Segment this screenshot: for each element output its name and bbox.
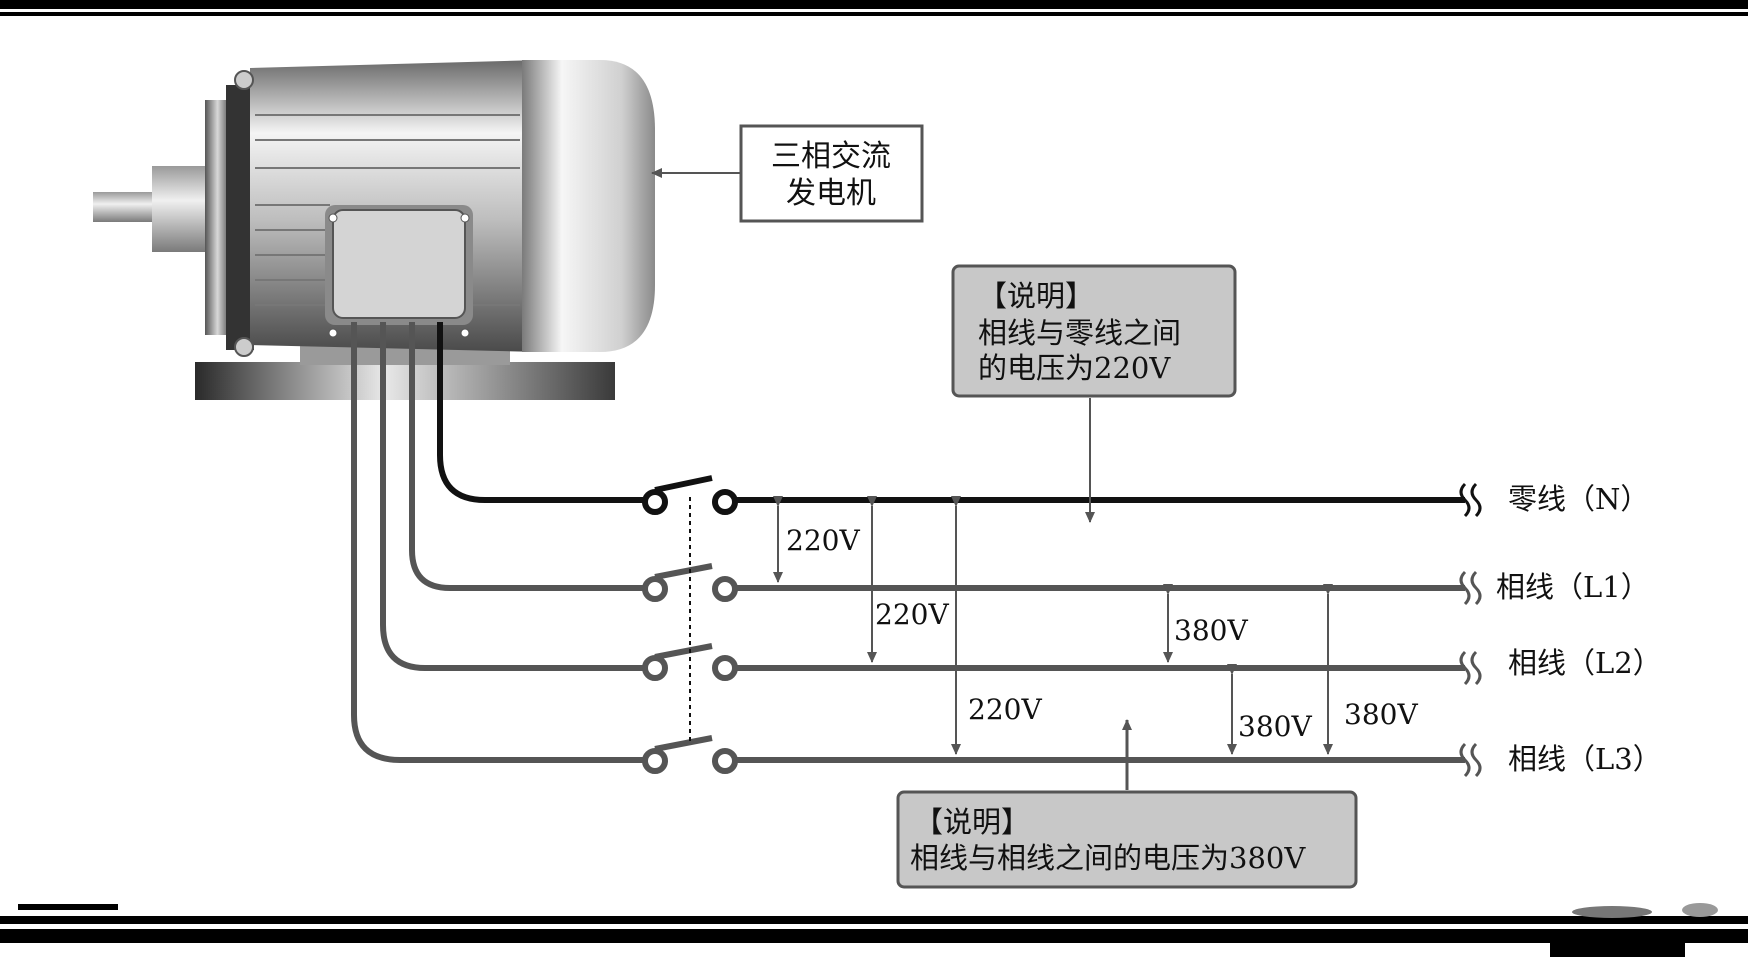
break-symbol-l2 [1459,650,1482,686]
label-neutral: 零线（N） [1508,482,1649,516]
voltage-n-l2: 220V [875,598,949,631]
generator-label-line1: 三相交流 [771,139,891,174]
note-220-line1: 相线与零线之间 [978,316,1181,350]
note-380-title: 【说明】 [914,805,1030,839]
wire-neutral [437,322,655,503]
generator-label-box: 三相交流 发电机 [739,124,924,223]
generator-label-line2: 发电机 [786,176,876,211]
note-380-box: 【说明】 相线与相线之间的电压为380V [896,790,1358,889]
label-l1: 相线（L1） [1496,570,1650,604]
voltage-l1-l2: 380V [1174,614,1248,647]
wire-phase-l2 [380,322,655,671]
frame-bottom-bar [0,904,1748,957]
break-symbol-neutral [1459,482,1482,518]
break-symbol-l1 [1459,570,1482,606]
note-380-line1: 相线与相线之间的电压为380V [910,841,1306,875]
note-220-line2: 的电压为220V [978,351,1171,385]
voltage-n-l1: 220V [786,524,860,557]
generator-illustration [93,60,655,400]
switch-l3 [642,735,738,774]
label-l3: 相线（L3） [1508,742,1662,776]
switch-l2 [642,643,738,681]
voltage-l1-l3: 380V [1344,698,1418,731]
note-220-title: 【说明】 [978,279,1094,313]
page-corner-mark [1572,903,1718,918]
break-symbol-l3 [1459,742,1482,778]
voltage-n-l3: 220V [968,693,1042,726]
wire-phase-l1 [409,322,655,591]
label-l2: 相线（L2） [1508,646,1662,680]
switch-l1 [642,563,738,602]
voltage-l2-l3: 380V [1238,710,1312,743]
note-220-box: 【说明】 相线与零线之间 的电压为220V [951,264,1237,398]
frame-top-bar [0,0,1748,16]
wire-phase-l3 [351,322,655,763]
